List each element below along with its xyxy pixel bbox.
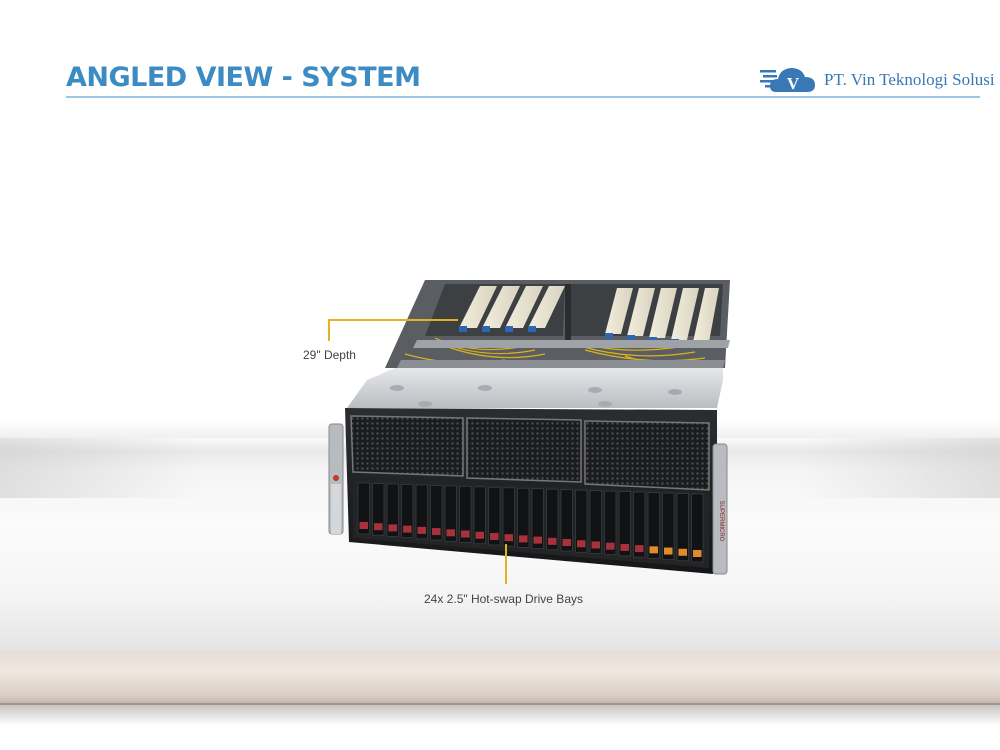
fan-grille-center xyxy=(466,417,582,483)
background-tan-band xyxy=(0,650,1000,705)
drive-tray xyxy=(633,491,646,558)
drive-tray xyxy=(357,482,370,535)
drive-tray-latch xyxy=(417,526,426,534)
drive-tray xyxy=(618,491,631,557)
top-cover xyxy=(347,368,723,408)
logo-mark-letter: V xyxy=(787,74,800,93)
drive-tray-latch xyxy=(446,529,455,537)
drive-tray-latch xyxy=(490,532,499,540)
background-shadow xyxy=(0,703,1000,725)
drive-tray xyxy=(372,483,385,536)
drive-tray-latch xyxy=(432,528,441,536)
drive-tray xyxy=(517,487,530,548)
title-underline xyxy=(66,96,980,98)
brand-label: SUPERMICRO xyxy=(718,501,724,542)
drive-tray xyxy=(604,490,617,556)
drive-tray-latch xyxy=(388,524,397,532)
drive-bays-label: 24x 2.5" Hot-swap Drive Bays xyxy=(424,592,583,606)
drive-tray-latch xyxy=(577,540,586,548)
drive-tray-latch xyxy=(359,522,368,529)
drive-tray-latch xyxy=(548,537,557,545)
drive-tray-latch xyxy=(620,543,629,551)
drive-tray-latch xyxy=(693,550,702,557)
drive-tray xyxy=(459,485,472,543)
drive-tray xyxy=(444,485,457,542)
drive-tray-latch xyxy=(664,547,673,555)
drive-tray xyxy=(662,492,675,560)
drive-tray-latch xyxy=(475,531,484,539)
right-handle xyxy=(712,443,728,575)
depth-callout-line-h xyxy=(328,319,458,321)
drive-tray-latch xyxy=(591,541,600,549)
drive-tray xyxy=(691,493,704,563)
drive-tray-latch xyxy=(461,530,470,538)
drive-tray-latch xyxy=(533,536,542,544)
drive-tray-latch xyxy=(374,523,383,531)
drive-tray xyxy=(415,484,428,540)
drive-tray xyxy=(647,492,660,559)
drive-tray xyxy=(575,489,588,553)
drive-tray xyxy=(546,488,559,551)
drive-tray xyxy=(589,490,602,554)
drive-tray xyxy=(488,486,501,546)
company-logo: V PT. Vin Teknologi Solusi xyxy=(758,60,995,98)
drive-tray xyxy=(473,486,486,545)
slide-title: ANGLED VIEW - SYSTEM xyxy=(66,62,421,93)
drive-tray xyxy=(502,487,515,547)
drive-tray xyxy=(676,493,689,562)
fan-grille-right xyxy=(584,420,710,491)
drive-tray xyxy=(386,483,399,537)
drive-tray-latch xyxy=(519,535,528,543)
drive-tray-latch xyxy=(678,548,687,556)
drive-tray xyxy=(560,489,573,552)
gpu-cards-left xyxy=(459,286,565,332)
server-image: SUPERMICRO xyxy=(328,280,730,575)
drive-tray-latch xyxy=(635,545,644,553)
depth-callout-line-v xyxy=(328,319,330,341)
drive-tray xyxy=(531,488,544,550)
cloud-speed-icon: V xyxy=(760,68,815,93)
drive-callout-line xyxy=(505,544,507,584)
drive-tray-latch xyxy=(403,525,412,533)
drive-tray xyxy=(401,484,414,539)
drive-bays xyxy=(353,480,709,568)
drive-tray-latch xyxy=(606,542,615,550)
fan-grille-left xyxy=(350,415,464,477)
drive-tray-latch xyxy=(562,539,571,547)
logo-text: PT. Vin Teknologi Solusi xyxy=(824,70,995,89)
drive-tray-latch xyxy=(649,546,658,554)
drive-tray-latch xyxy=(504,534,513,542)
depth-label: 29" Depth xyxy=(303,348,356,362)
drive-tray xyxy=(430,484,443,541)
